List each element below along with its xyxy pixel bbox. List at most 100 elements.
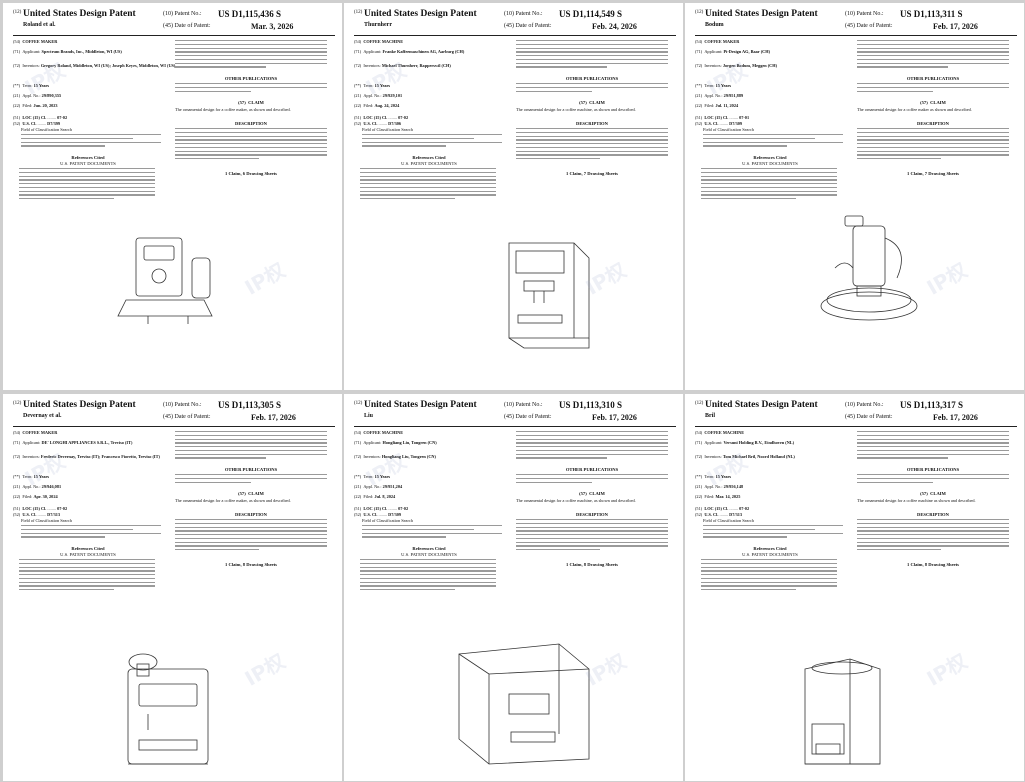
other-pubs-heading: OTHER PUBLICATIONS — [906, 467, 960, 472]
patent-no-label: (10) Patent No.: — [163, 11, 202, 17]
us-docs-heading: U.S. PATENT DOCUMENTS — [401, 552, 457, 557]
applicant-field: (71) Applicant: Pi-Design AG, Baar (CH) — [695, 49, 771, 54]
patent-number: US D1,115,436 S — [218, 9, 282, 19]
date-label: (45) Date of Patent: — [845, 414, 893, 420]
usc-field: (52) U.S. Cl. ........ D7/399 — [13, 121, 61, 126]
right-ref-list — [175, 431, 327, 461]
term-field: (**) Term: 15 Years — [354, 474, 391, 479]
watermark: IP权 — [922, 648, 972, 691]
us-docs-heading: U.S. PATENT DOCUMENTS — [742, 552, 798, 557]
description-heading: DESCRIPTION — [576, 512, 608, 517]
description-heading: DESCRIPTION — [917, 512, 949, 517]
drawing-figure — [108, 228, 228, 333]
right-ref-list — [516, 40, 668, 70]
code-12: (12) — [354, 10, 363, 15]
term-field: (**) Term: 15 Years — [695, 474, 732, 479]
inventors-field: (72) Inventors: Gregory Roland, Middleto… — [13, 63, 176, 68]
patent-sheet: (12) United States Design Patent Bodum (… — [685, 3, 1024, 390]
applicant-field: (71) Applicant: Spectrum Brands, Inc., M… — [13, 49, 122, 54]
date-label: (45) Date of Patent: — [504, 23, 552, 29]
us-docs-heading: U.S. PATENT DOCUMENTS — [401, 161, 457, 166]
appl-no-field: (21) Appl. No.: 29/946,081 — [13, 484, 62, 489]
filed-field: (22) Filed: Mar. 14, 2025 — [695, 494, 741, 499]
field-search: Field of Classification Search — [21, 127, 72, 132]
appl-no-field: (21) Appl. No.: 29/929,101 — [354, 93, 403, 98]
patent-title: United States Design Patent — [705, 400, 818, 410]
patent-sheet: (12) United States Design Patent Roland … — [3, 3, 342, 390]
patent-header: (12) United States Design Patent Liu (10… — [354, 400, 676, 427]
drawing-figure — [439, 614, 599, 774]
description-lines — [175, 128, 327, 162]
design-title-field: (54) COFFEE MACHINE — [695, 430, 745, 435]
us-docs-heading: U.S. PATENT DOCUMENTS — [60, 552, 116, 557]
applicant-field: (71) Applicant: Franke Kaffeemaschinen A… — [354, 49, 465, 54]
description-lines — [516, 519, 668, 553]
description-heading: DESCRIPTION — [235, 512, 267, 517]
right-ref-list — [857, 40, 1009, 70]
right-ref-list — [857, 431, 1009, 461]
inventors-field: (72) Inventors: Frederic Devernay, Trevi… — [13, 454, 160, 459]
patent-title: United States Design Patent — [23, 9, 136, 19]
patent-sheet: (12) United States Design Patent Bril (1… — [685, 394, 1024, 781]
usc-field: (52) U.S. Cl. ........ D7/309 — [695, 121, 743, 126]
other-pubs-heading: OTHER PUBLICATIONS — [906, 76, 960, 81]
drawing-figure — [780, 634, 900, 774]
other-pubs-heading: OTHER PUBLICATIONS — [565, 76, 619, 81]
loc-field: (51) LOC (15) Cl. ........ 07-02 — [354, 506, 409, 511]
right-ref-list — [516, 431, 668, 461]
reference-list — [360, 559, 496, 593]
other-pubs-lines — [175, 474, 327, 485]
field-search-lines — [703, 134, 843, 149]
loc-field: (51) LOC (15) Cl. ........ 07-02 — [13, 506, 68, 511]
patent-number: US D1,113,311 S — [900, 9, 963, 19]
usc-field: (52) U.S. Cl. ........ D7/313 — [695, 512, 743, 517]
patent-no-label: (10) Patent No.: — [504, 11, 543, 17]
claim-heading: (57) CLAIM — [579, 491, 605, 496]
applicant-field: (71) Applicant: Hongliang Liu, Tongren (… — [354, 440, 437, 445]
design-title-field: (54) COFFEE MAKER — [13, 39, 58, 44]
design-title-field: (54) COFFEE MAKER — [695, 39, 740, 44]
patent-header: (12) United States Design Patent Bril (1… — [695, 400, 1017, 427]
patent-date: Feb. 17, 2026 — [933, 22, 978, 31]
term-field: (**) Term: 15 Years — [13, 474, 50, 479]
patent-date: Feb. 24, 2026 — [592, 22, 637, 31]
code-12: (12) — [13, 10, 22, 15]
field-search: Field of Classification Search — [21, 518, 72, 523]
field-search: Field of Classification Search — [703, 127, 754, 132]
reference-list — [19, 168, 155, 202]
inventors-field: (72) Inventors: Jorgen Bodum, Meggen (CH… — [695, 63, 778, 68]
filed-field: (22) Filed: Jul. 8, 2024 — [354, 494, 396, 499]
references-heading: References Cited — [412, 546, 446, 551]
code-12: (12) — [354, 401, 363, 406]
usc-field: (52) U.S. Cl. ........ D7/313 — [13, 512, 61, 517]
inventors-field: (72) Inventors: Michael Thurnherr, Rappe… — [354, 63, 451, 68]
patent-sheet: (12) United States Design Patent Liu (10… — [344, 394, 683, 781]
field-search-lines — [21, 134, 161, 149]
us-docs-heading: U.S. PATENT DOCUMENTS — [60, 161, 116, 166]
appl-no-field: (21) Appl. No.: 29/956,148 — [695, 484, 744, 489]
inventor-line: Thurnherr — [364, 22, 393, 28]
other-pubs-lines — [175, 83, 327, 94]
loc-field: (51) LOC (15) Cl. ........ 07-02 — [13, 115, 68, 120]
patent-number: US D1,113,305 S — [218, 400, 282, 410]
claim-heading: (57) CLAIM — [579, 100, 605, 105]
patent-number: US D1,113,317 S — [900, 400, 964, 410]
right-ref-list — [175, 40, 327, 70]
patent-header: (12) United States Design Patent Thurnhe… — [354, 9, 676, 36]
patent-title: United States Design Patent — [364, 400, 477, 410]
code-12: (12) — [695, 10, 704, 15]
inventor-line: Bodum — [705, 22, 724, 28]
other-pubs-lines — [516, 474, 668, 485]
patent-date: Feb. 17, 2026 — [933, 413, 978, 422]
design-title-field: (54) COFFEE MACHINE — [354, 39, 404, 44]
patent-no-label: (10) Patent No.: — [845, 11, 884, 17]
inventor-line: Liu — [364, 413, 374, 419]
patent-title: United States Design Patent — [705, 9, 818, 19]
us-docs-heading: U.S. PATENT DOCUMENTS — [742, 161, 798, 166]
claim-heading: (57) CLAIM — [238, 491, 264, 496]
appl-no-field: (21) Appl. No.: 29/951,204 — [354, 484, 403, 489]
patent-number: US D1,113,310 S — [559, 400, 623, 410]
reference-list — [701, 559, 837, 593]
appl-no-field: (21) Appl. No.: 29/890,355 — [13, 93, 62, 98]
patent-sheet: (12) United States Design Patent Deverna… — [3, 394, 342, 781]
